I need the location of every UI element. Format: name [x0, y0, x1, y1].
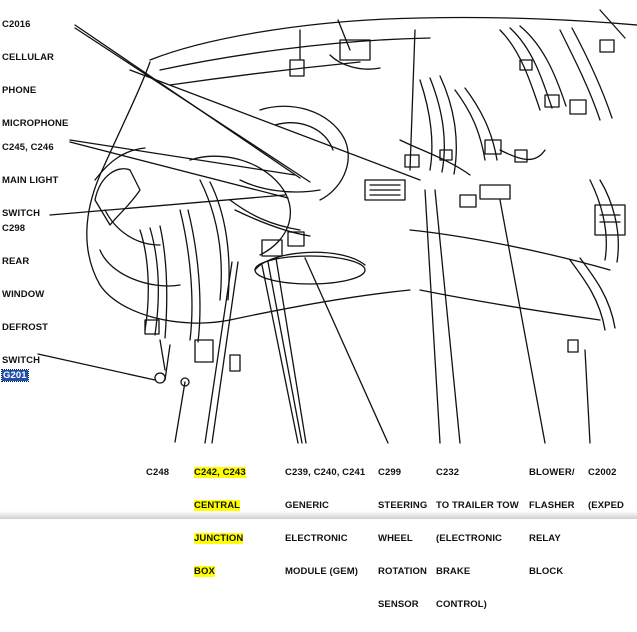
callout-blower-flasher-relay-block: BLOWER/ FLASHER RELAY BLOCK [529, 467, 575, 577]
viewer-bottom-bar [0, 511, 637, 519]
callout-trailer-tow: C232 TO TRAILER TOW (ELECTRONIC BRAKE CO… [436, 467, 519, 610]
callout-cellular-phone-microphone: C2016 CELLULAR PHONE MICROPHONE [2, 19, 69, 129]
selected-label-g201[interactable]: G201 [1, 369, 29, 382]
callout-rear-window-defrost-switch: C298 REAR WINDOW DEFROST SWITCH [2, 223, 49, 366]
dashboard-line-art [37, 9, 637, 444]
callout-c2002: C2002 (EXPED [588, 467, 624, 511]
callout-steering-wheel-rotation-sensor: C299 STEERING WHEEL ROTATION SENSOR [378, 467, 428, 610]
callout-g201[interactable]: G201 [1, 348, 29, 403]
callout-main-light-switch: C245, C246 MAIN LIGHT SWITCH [2, 142, 59, 219]
callout-generic-electronic-module: C239, C240, C241 GENERIC ELECTRONIC MODU… [285, 467, 366, 577]
wiring-diagram: C2016 CELLULAR PHONE MICROPHONE C245, C2… [0, 9, 637, 610]
callout-central-junction-box: C242, C243 CENTRAL JUNCTION BOX [194, 467, 246, 577]
callout-c248: C248 [146, 467, 170, 478]
